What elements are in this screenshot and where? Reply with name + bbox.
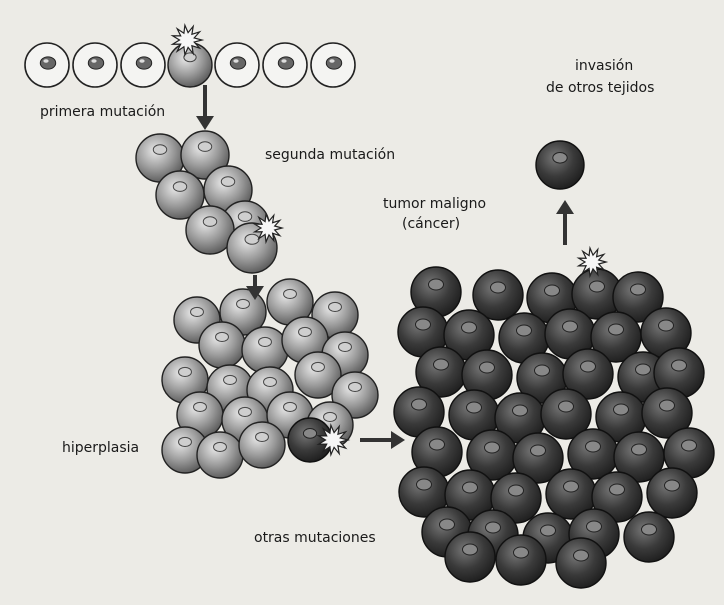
label-otras-mutaciones: otras mutaciones bbox=[254, 530, 376, 548]
label-tumor-maligno: tumor maligno bbox=[383, 196, 486, 214]
normal-cell bbox=[25, 43, 69, 87]
hyperplasia-cell bbox=[239, 422, 285, 468]
label-primera-mutacion: primera mutación bbox=[40, 104, 165, 122]
label-invasion: invasión bbox=[575, 58, 633, 76]
tumor-cell bbox=[445, 532, 495, 582]
tumor-cell bbox=[624, 512, 674, 562]
hyperplasia-cell bbox=[199, 322, 245, 368]
normal-cell bbox=[73, 43, 117, 87]
hyperplasia-cell bbox=[197, 432, 243, 478]
normal-cell bbox=[215, 43, 259, 87]
normal-cell bbox=[121, 43, 165, 87]
tumor-cell bbox=[496, 535, 546, 585]
tumor-cell bbox=[556, 538, 606, 588]
normal-cell bbox=[263, 43, 307, 87]
arrow-tumor-to-invasion bbox=[556, 200, 574, 245]
normal-cell bbox=[311, 43, 355, 87]
cells-layer bbox=[25, 43, 714, 588]
arrow-first-to-second bbox=[196, 85, 214, 130]
arrow-hyperplasia-to-tumor bbox=[360, 431, 405, 449]
label-invasion-line1: invasión bbox=[575, 58, 633, 76]
tumor-cell bbox=[647, 468, 697, 518]
hyperplasia-cell bbox=[242, 327, 288, 373]
label-cancer: (cáncer) bbox=[402, 216, 460, 234]
label-invasion-line2: de otros tejidos bbox=[546, 80, 654, 98]
label-hiperplasia: hiperplasia bbox=[62, 440, 139, 458]
label-segunda-mutacion: segunda mutación bbox=[265, 147, 395, 165]
invading-cell bbox=[536, 141, 584, 189]
